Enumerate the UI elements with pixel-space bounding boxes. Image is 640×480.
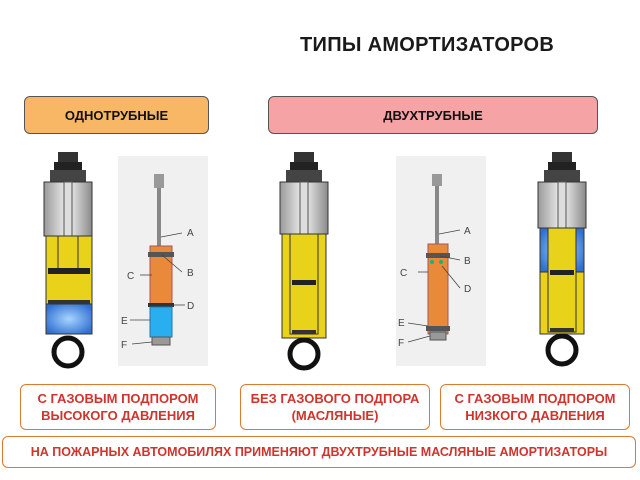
mono-label-e: E — [121, 316, 128, 327]
page-title: ТИПЫ АМОРТИЗАТОРОВ — [300, 34, 555, 56]
twin-label-a: A — [464, 226, 471, 237]
caption-3-line-2: НИЗКОГО ДАВЛЕНИЯ — [465, 408, 605, 423]
twin-label-d: D — [464, 284, 471, 295]
shock-twintube-low-pressure — [537, 152, 587, 367]
twin-label-b: B — [464, 256, 471, 267]
footer-note-text: НА ПОЖАРНЫХ АВТОМОБИЛЯХ ПРИМЕНЯЮТ ДВУХТР… — [30, 445, 608, 459]
cutaway-monotube: A B C D E F — [118, 156, 208, 366]
caption-2-line-2: (МАСЛЯНЫЕ) — [291, 408, 379, 423]
mono-label-a: A — [187, 228, 194, 239]
twin-label-f: F — [398, 338, 404, 349]
caption-high-pressure-gas: С ГАЗОВЫМ ПОДПОРОМ ВЫСОКОГО ДАВЛЕНИЯ — [20, 384, 216, 430]
shock-twintube-oil — [279, 152, 329, 371]
category-monotube-label: ОДНОТРУБНЫЕ — [64, 107, 169, 123]
caption-oil-no-gas: БЕЗ ГАЗОВОГО ПОДПОРА (МАСЛЯНЫЕ) — [240, 384, 430, 430]
mono-label-f: F — [121, 340, 127, 351]
caption-1-line-2: ВЫСОКОГО ДАВЛЕНИЯ — [41, 408, 195, 423]
category-twintube-label: ДВУХТРУБНЫЕ — [383, 107, 483, 123]
twin-label-c: C — [400, 268, 407, 279]
caption-low-pressure-gas: С ГАЗОВЫМ ПОДПОРОМ НИЗКОГО ДАВЛЕНИЯ — [440, 384, 630, 430]
mono-label-d: D — [187, 301, 194, 312]
category-twintube: ДВУХТРУБНЫЕ — [268, 96, 598, 134]
caption-3-line-1: С ГАЗОВЫМ ПОДПОРОМ — [454, 391, 616, 406]
cutaway-twintube: A B C D E F — [396, 156, 486, 366]
mono-label-b: B — [187, 268, 194, 279]
caption-1-line-1: С ГАЗОВЫМ ПОДПОРОМ — [37, 391, 199, 406]
shock-monotube-high-pressure — [43, 152, 93, 369]
twin-label-e: E — [398, 318, 405, 329]
mono-label-c: C — [127, 271, 134, 282]
category-monotube: ОДНОТРУБНЫЕ — [24, 96, 209, 134]
caption-2-line-1: БЕЗ ГАЗОВОГО ПОДПОРА — [250, 391, 420, 406]
footer-note: НА ПОЖАРНЫХ АВТОМОБИЛЯХ ПРИМЕНЯЮТ ДВУХТР… — [2, 436, 636, 468]
